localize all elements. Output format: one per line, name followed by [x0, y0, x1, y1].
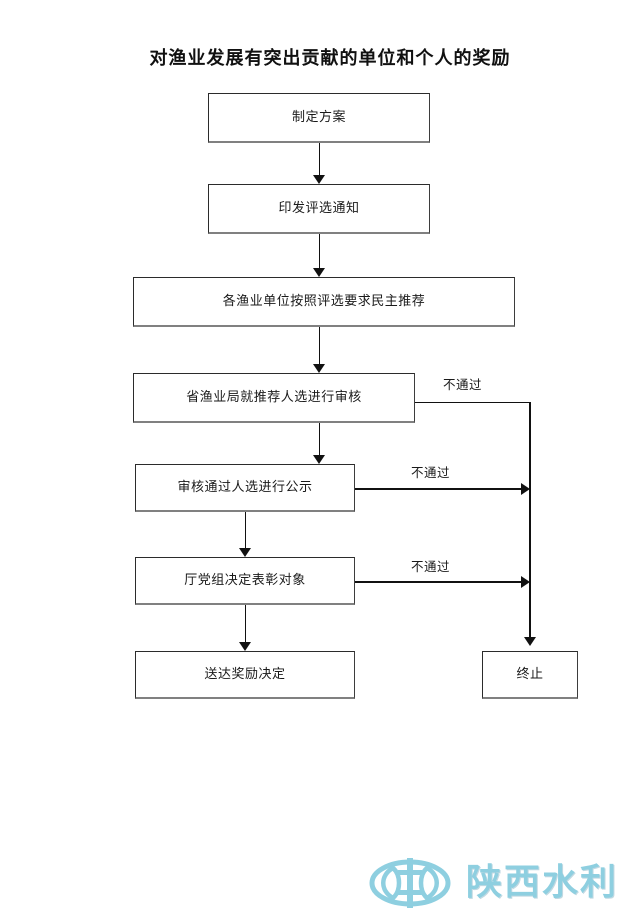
- arrowhead-n5-n6: [239, 548, 251, 557]
- flow-node-n7: 送达奖励决定: [135, 651, 355, 699]
- connector-n4-n5: [319, 423, 320, 456]
- flow-node-n8-label: 终止: [516, 666, 544, 682]
- arrowhead-n6-n7: [239, 642, 251, 651]
- connector-reject-trunk: [529, 402, 531, 642]
- flow-node-n3: 各渔业单位按照评选要求民主推荐: [133, 277, 515, 327]
- flow-node-n5: 审核通过人选进行公示: [135, 464, 355, 512]
- flow-node-n4: 省渔业局就推荐人选进行审核: [133, 373, 415, 423]
- watermark-text: 陕西水利: [466, 862, 619, 903]
- flow-node-n4-label: 省渔业局就推荐人选进行审核: [186, 389, 362, 405]
- edge-label-reject-n5: 不通过: [411, 465, 451, 480]
- flow-node-n2-label: 印发评选通知: [278, 200, 360, 216]
- connector-n5-n6: [245, 512, 246, 549]
- flow-node-n7-label: 送达奖励决定: [204, 666, 286, 682]
- edge-label-reject-n6: 不通过: [411, 559, 451, 574]
- connector-n3-n4: [319, 327, 320, 365]
- edge-label-reject-n4: 不通过: [443, 377, 483, 392]
- flow-node-n5-label: 审核通过人选进行公示: [177, 479, 313, 495]
- flow-node-n1-label: 制定方案: [291, 109, 346, 125]
- flow-node-n6-label: 厅党组决定表彰对象: [184, 572, 306, 588]
- shaanxi-water-emblem-icon: [369, 858, 451, 908]
- flow-node-n8: 终止: [482, 651, 578, 699]
- arrowhead-n3-n4: [313, 364, 325, 373]
- flow-node-n2: 印发评选通知: [208, 184, 430, 234]
- arrowhead-n1-n2: [313, 175, 325, 184]
- flow-node-n1: 制定方案: [208, 93, 430, 143]
- flow-node-n6: 厅党组决定表彰对象: [135, 557, 355, 605]
- page-title: 对渔业发展有突出贡献的单位和个人的奖励: [149, 48, 511, 69]
- connector-n1-n2: [319, 143, 320, 177]
- flow-node-n3-label: 各渔业单位按照评选要求民主推荐: [222, 293, 426, 309]
- arrowhead-trunk-n8: [524, 637, 536, 646]
- connector-n5-reject: [355, 488, 525, 490]
- connector-n6-reject: [355, 581, 525, 583]
- arrowhead-n5-reject: [521, 483, 530, 495]
- watermark-logo: 陕西水利: [368, 852, 618, 914]
- connector-n6-n7: [245, 605, 246, 643]
- arrowhead-n2-n3: [313, 268, 325, 277]
- arrowhead-n6-reject: [521, 576, 530, 588]
- arrowhead-n4-n5: [313, 455, 325, 464]
- connector-n2-n3: [319, 234, 320, 269]
- connector-n4-reject: [415, 402, 530, 403]
